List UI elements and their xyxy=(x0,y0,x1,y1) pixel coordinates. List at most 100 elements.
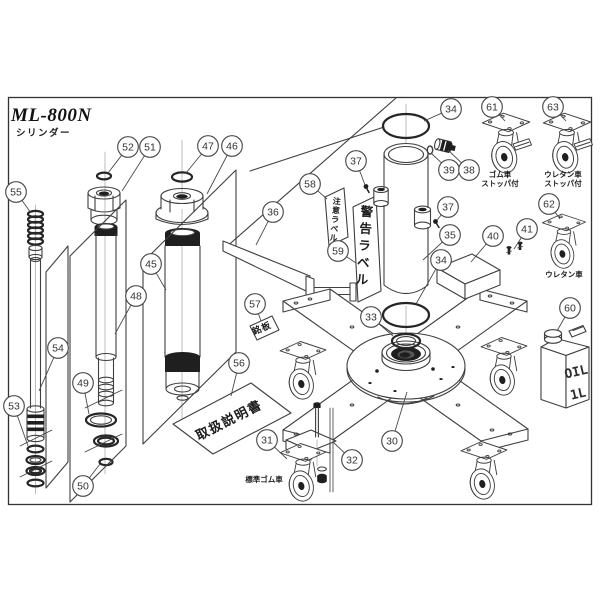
caster-wheel xyxy=(288,368,314,400)
balloon-number: 30 xyxy=(386,436,398,448)
balloon-30: 30 xyxy=(381,391,408,452)
balloon-number: 61 xyxy=(486,102,498,114)
leader-line xyxy=(114,304,132,335)
balloon-54: 54 xyxy=(38,337,69,392)
balloon-53: 53 xyxy=(3,395,29,447)
balloon-33: 33 xyxy=(360,306,394,337)
rod-frame-c xyxy=(142,169,237,445)
balloon-number: 40 xyxy=(487,231,499,243)
leader-line xyxy=(498,114,506,122)
base-frame xyxy=(282,288,529,493)
balloon-number: 36 xyxy=(267,207,279,219)
balloon-number: 48 xyxy=(130,291,142,303)
rod-frame-a xyxy=(45,245,69,489)
leader-line xyxy=(88,463,101,479)
caster xyxy=(541,213,587,269)
balloon-51: 51 xyxy=(121,136,161,192)
caster-wheel xyxy=(288,470,314,502)
bottom-o-ring xyxy=(381,301,431,329)
balloon-62: 62 xyxy=(538,193,561,220)
leader-line xyxy=(556,316,566,332)
leader-line xyxy=(255,220,269,246)
plug xyxy=(434,138,456,153)
leader-line xyxy=(470,243,487,263)
caster-wheel xyxy=(491,141,518,174)
balloon-47: 47 xyxy=(185,135,219,174)
leader-line xyxy=(84,393,90,415)
balloon-number: 38 xyxy=(463,165,475,177)
caster-with-stopper xyxy=(481,112,533,174)
release-screw xyxy=(433,219,440,229)
pin-screws xyxy=(506,241,523,255)
balloon-number: 34 xyxy=(435,255,447,267)
main-cylinder xyxy=(363,103,456,351)
balloon-number: 31 xyxy=(261,435,273,447)
oil-port xyxy=(413,205,432,230)
leader-line xyxy=(346,256,357,264)
balloon-41: 41 xyxy=(513,218,538,250)
balloon-number: 35 xyxy=(444,230,456,242)
caution-label-plate xyxy=(324,187,349,247)
balloon-number: 41 xyxy=(521,224,533,236)
leader-line xyxy=(513,237,522,250)
leader-line xyxy=(423,112,442,122)
spring xyxy=(26,209,45,246)
o-ring xyxy=(95,171,113,181)
diagram-art xyxy=(19,97,590,503)
balloon-59: 59 xyxy=(327,240,357,264)
balloon-number: 56 xyxy=(233,358,245,370)
caster-wheel xyxy=(469,468,495,500)
caption: ウレタン車 xyxy=(545,269,583,279)
balloon-number: 55 xyxy=(10,187,22,199)
leader-line xyxy=(21,200,32,214)
leader-line xyxy=(155,272,167,291)
balloon-number: 32 xyxy=(346,455,358,467)
warning-label-plate xyxy=(352,195,382,303)
caster xyxy=(279,443,327,502)
balloon-37: 37 xyxy=(436,196,459,221)
balloon-number: 34 xyxy=(445,104,457,116)
leader-line xyxy=(430,152,442,164)
balloon-50: 50 xyxy=(72,463,101,497)
caster xyxy=(480,337,528,396)
leader-line xyxy=(332,441,345,454)
balloon-number: 60 xyxy=(564,303,576,315)
piston-rod-assembly-a xyxy=(19,204,69,495)
balloon-35: 35 xyxy=(422,224,461,261)
caster-with-stopper xyxy=(542,112,594,174)
balloon-40: 40 xyxy=(470,225,504,263)
leader-line xyxy=(554,212,561,220)
balloon-number: 54 xyxy=(52,343,64,355)
top-o-ring xyxy=(381,112,431,140)
leader-line xyxy=(230,372,238,397)
leader-line xyxy=(415,268,437,305)
manual-sheet xyxy=(172,382,292,455)
leader-line xyxy=(258,313,262,322)
balloon-49: 49 xyxy=(72,372,94,415)
balloon-number: 58 xyxy=(304,179,316,191)
caption: ウレタン車ストッパ付 xyxy=(544,169,582,188)
balloon-63: 63 xyxy=(542,96,567,122)
oil-can-text: OIL xyxy=(563,363,589,383)
balloon-number: 50 xyxy=(77,481,89,493)
leader-line xyxy=(16,415,29,447)
hub xyxy=(381,340,431,372)
leader-line xyxy=(121,155,145,192)
generated-annotations: 注意ラベル警告ラベル銘板取扱説明書OIL1Lゴム車ストッパ付ウレタン車ストッパ付… xyxy=(3,96,594,502)
release-screw xyxy=(363,184,370,194)
page-title: ML-800N xyxy=(10,105,92,126)
balloon-55: 55 xyxy=(5,181,32,214)
balloon-number: 53 xyxy=(8,401,20,413)
pedal-bracket xyxy=(436,253,501,300)
balloon-34: 34 xyxy=(415,249,452,305)
gland-nut xyxy=(87,186,121,226)
caster xyxy=(279,341,327,400)
balloon-number: 59 xyxy=(332,246,344,258)
balloon-number: 57 xyxy=(249,299,261,311)
caution-label-text: 注意ラベル xyxy=(329,196,341,243)
caption: ゴム車ストッパ付 xyxy=(481,169,519,188)
caster xyxy=(460,441,508,500)
leader-line xyxy=(559,114,567,122)
balloon-56: 56 xyxy=(228,352,250,397)
piston-rod-assembly-b xyxy=(69,151,127,503)
